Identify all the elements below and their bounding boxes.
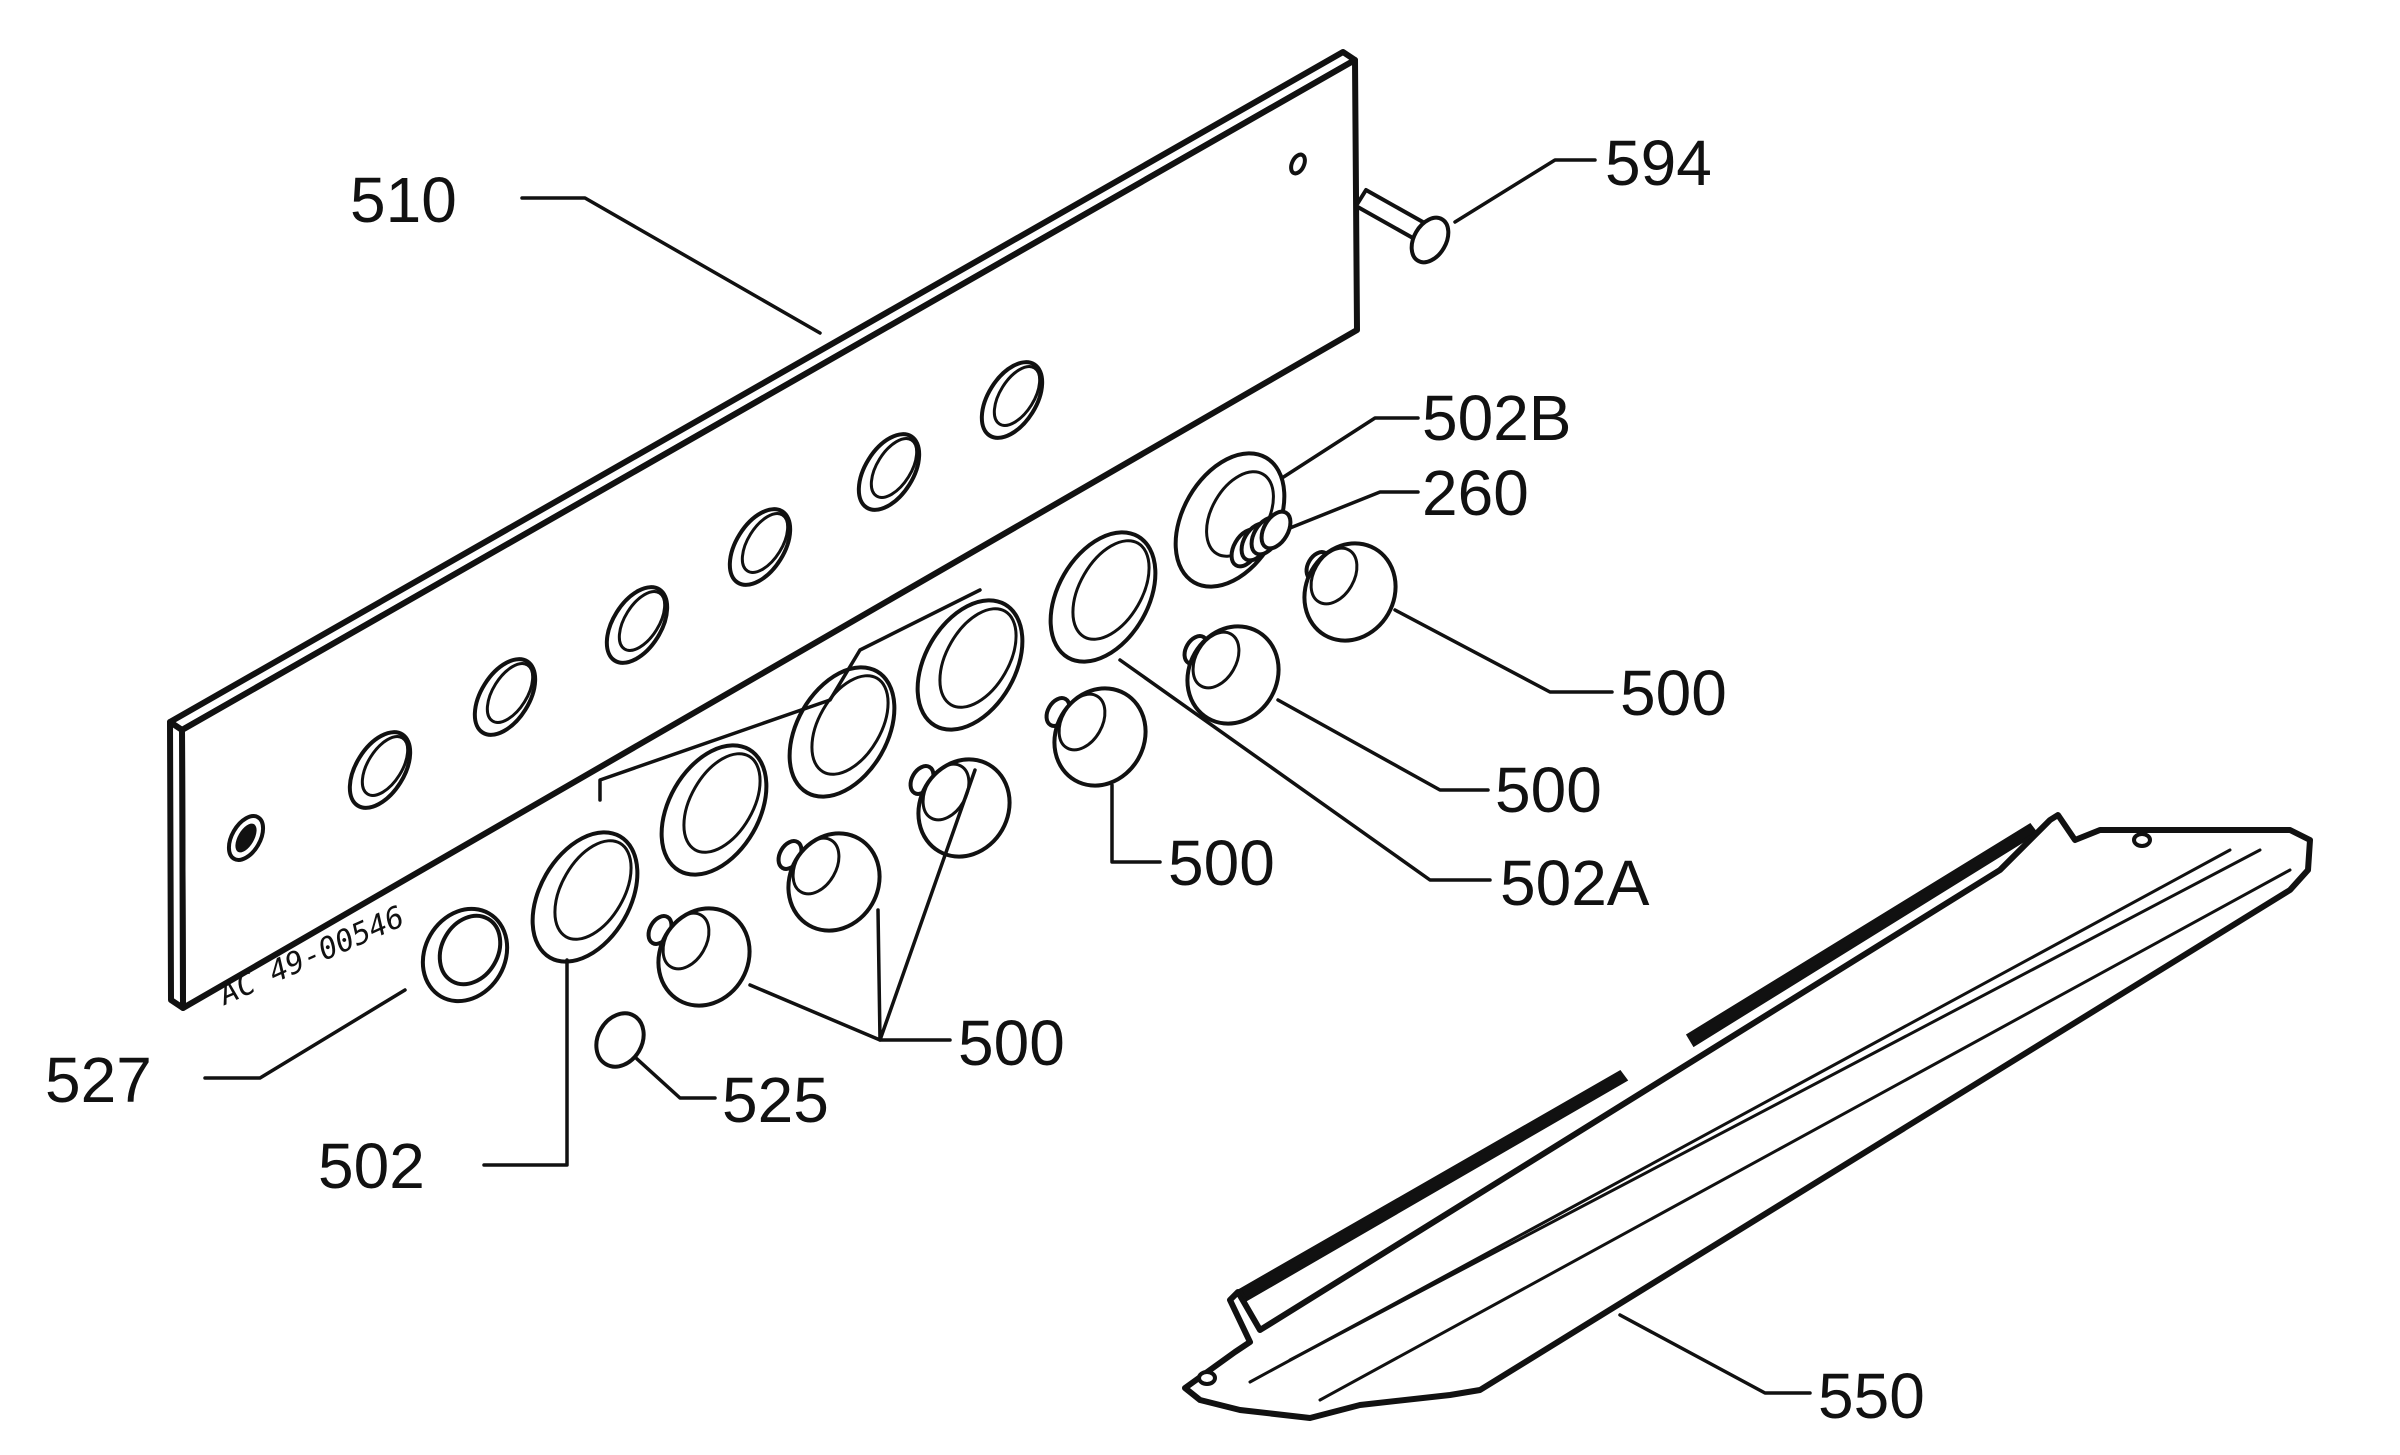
leader-500a — [1393, 608, 1614, 694]
callout-500-center: 500 — [1168, 827, 1275, 899]
leader-502a — [1118, 658, 1492, 882]
leader-525 — [634, 1056, 717, 1100]
panel-knob-holes — [226, 360, 1045, 862]
leader-500d — [748, 983, 952, 1042]
control-panel-510: AC 49-00546 — [167, 49, 1360, 1013]
trim-strip-550 — [1182, 812, 2313, 1421]
callout-525: 525 — [722, 1064, 829, 1136]
spring-260 — [1229, 509, 1293, 569]
bezel-ring-4 — [915, 598, 1025, 732]
bezel-ring-1 — [530, 830, 640, 964]
callout-502b: 502B — [1422, 382, 1571, 454]
bezel-rings-502 — [530, 451, 1287, 964]
callout-502a: 502A — [1500, 847, 1650, 919]
callout-500-right-lower: 500 — [1495, 754, 1602, 826]
bezel-ring-3 — [787, 665, 897, 799]
knob-right-lower — [1182, 624, 1281, 726]
callout-527: 527 — [45, 1044, 152, 1116]
bezel-ring-2 — [659, 743, 769, 877]
callout-500-left: 500 — [958, 1007, 1065, 1079]
indicator-lens-527 — [420, 906, 510, 1004]
cap-525 — [594, 1011, 646, 1069]
leader-500d-b — [876, 768, 977, 1042]
knob-center — [1044, 686, 1148, 788]
leader-550 — [1618, 1313, 1812, 1395]
knob-left-3 — [908, 757, 1012, 859]
leader-527 — [203, 988, 407, 1080]
leader-594 — [1453, 158, 1597, 224]
leader-500b — [1276, 698, 1490, 792]
knob-right-upper — [1302, 541, 1398, 643]
callout-510: 510 — [350, 164, 457, 236]
leader-500c — [1110, 783, 1162, 864]
knob-left-1 — [646, 906, 752, 1008]
callout-260: 260 — [1422, 457, 1529, 529]
callout-labels: 510 594 502B 260 500 500 500 502A 500 52… — [45, 127, 1925, 1432]
screw-594 — [1354, 188, 1451, 265]
leader-lines — [203, 158, 1812, 1395]
callout-550: 550 — [1818, 1360, 1925, 1432]
callout-502: 502 — [318, 1130, 425, 1202]
callout-500-right-upper: 500 — [1620, 657, 1727, 729]
callout-594: 594 — [1605, 127, 1712, 199]
leader-500d-c — [598, 588, 982, 802]
knobs-500 — [646, 541, 1398, 1008]
knob-left-2 — [776, 831, 882, 933]
leader-502 — [482, 958, 569, 1167]
leader-510 — [520, 196, 822, 335]
bezel-ring-502a — [1048, 530, 1158, 664]
leader-502b — [1280, 416, 1420, 480]
leader-260 — [1288, 490, 1420, 530]
